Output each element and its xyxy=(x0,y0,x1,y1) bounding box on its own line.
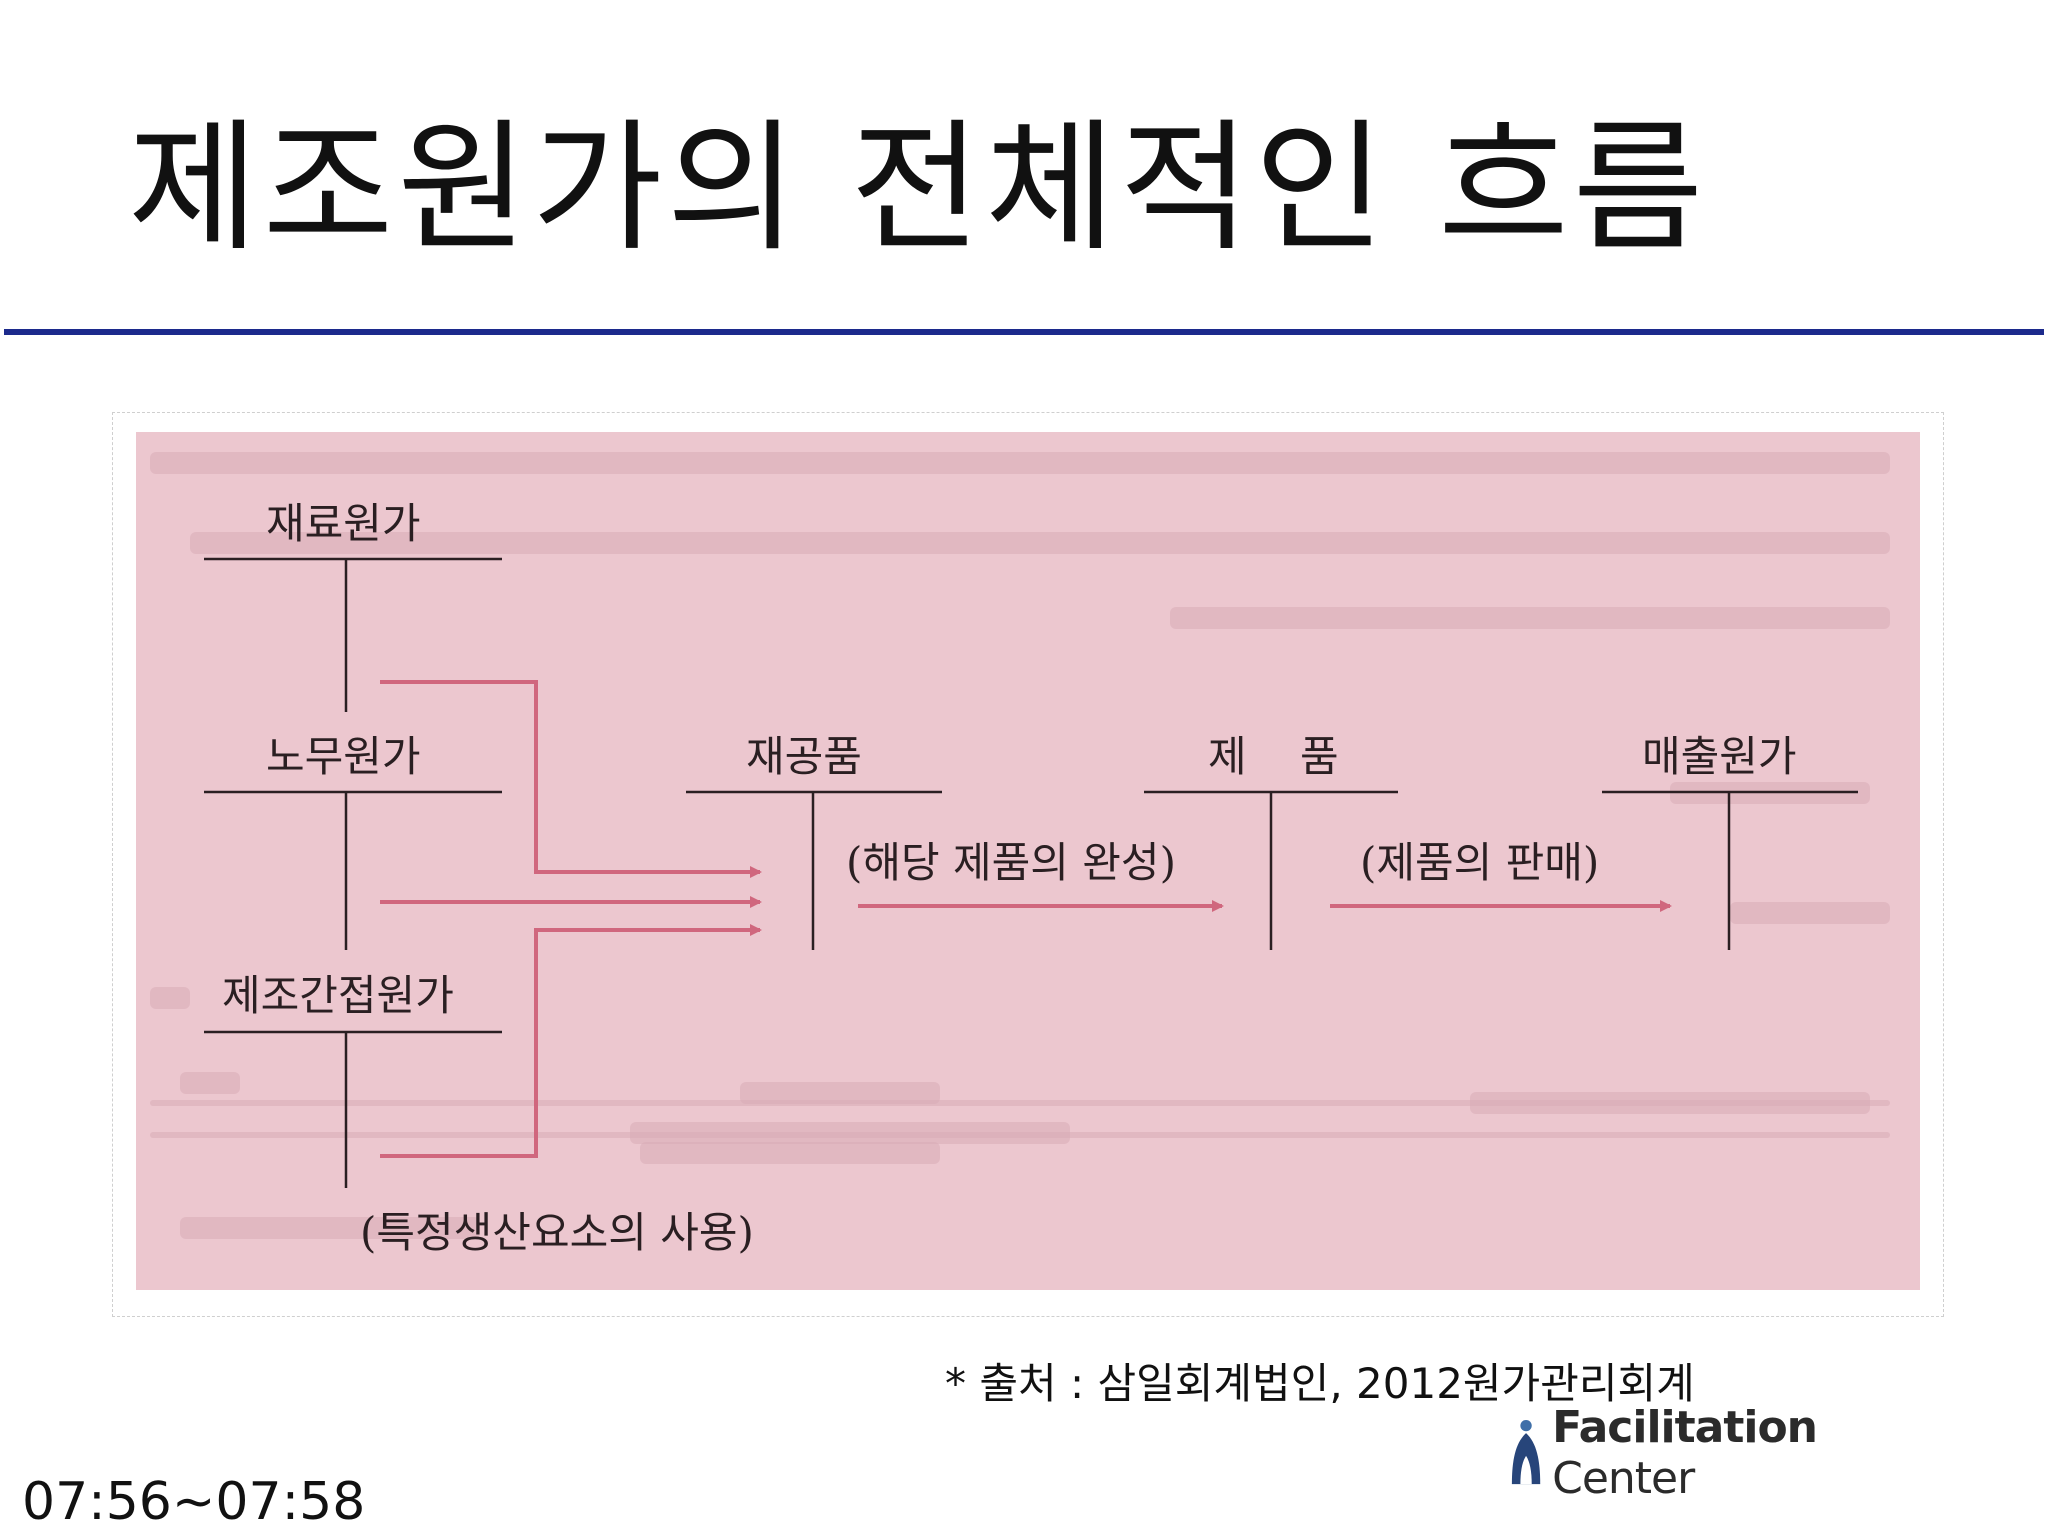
overhead-cost-label: 제조간접원가 xyxy=(222,971,454,1020)
facilitation-center-logo: Facilitation Center xyxy=(1510,1402,1950,1504)
logo-bold-word: Facilitation xyxy=(1552,1402,1818,1453)
title-divider xyxy=(4,329,2044,335)
logo-wordmark: Facilitation Center xyxy=(1552,1402,1950,1504)
material-to-wip-arrow xyxy=(380,680,762,878)
diagram-background xyxy=(136,432,1920,1290)
completion-flow-label: (해당 제품의 완성) xyxy=(846,838,1176,887)
cogs-label: 매출원가 xyxy=(1642,732,1797,781)
material-cost-label: 재료원가 xyxy=(266,499,421,548)
source-citation: * 출처 : 삼일회계법인, 2012원가관리회계 xyxy=(945,1359,1695,1408)
labor-cost-label: 노무원가 xyxy=(266,732,421,781)
usage-flow-label: (특정생산요소의 사용) xyxy=(360,1208,754,1257)
slide-title: 제조원가의 전체적인 흐름 xyxy=(128,106,1708,271)
logo-light-word: Center xyxy=(1552,1453,1695,1504)
timestamp: 07:56~07:58 xyxy=(22,1472,366,1532)
finished-goods-label: 제 품 xyxy=(1208,732,1339,781)
sale-flow-label: (제품의 판매) xyxy=(1360,838,1600,887)
facilitation-logo-icon xyxy=(1511,1419,1541,1485)
wip-label: 재공품 xyxy=(746,732,862,781)
overhead-to-wip-arrow xyxy=(380,924,762,1158)
